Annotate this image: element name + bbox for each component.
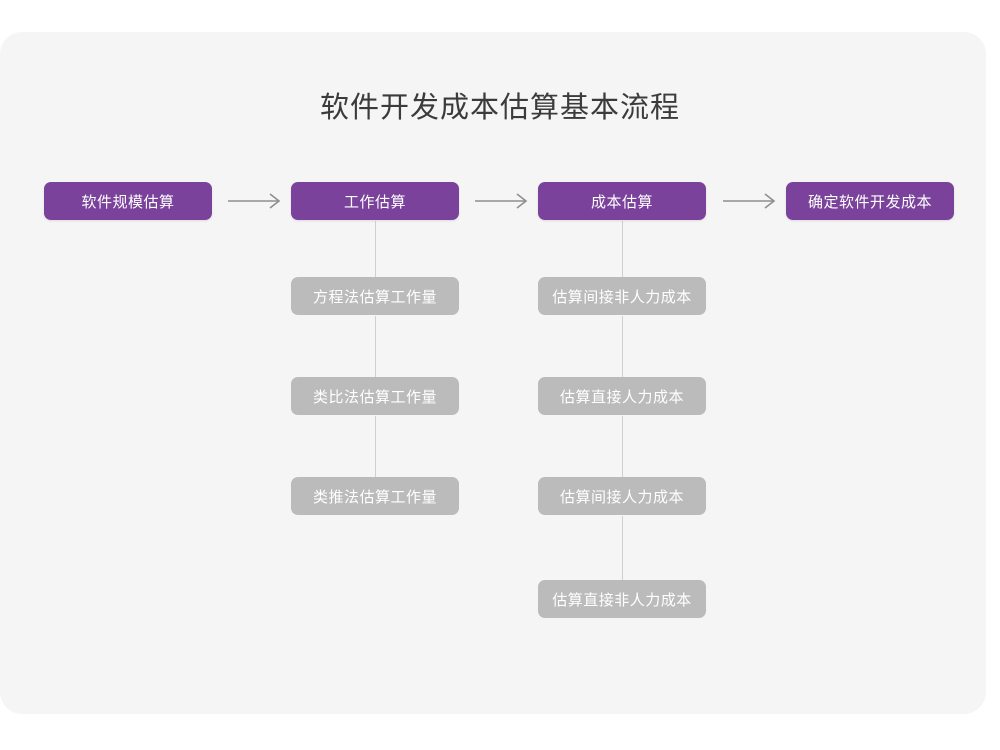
branch-item-label: 估算直接非人力成本 [552, 591, 692, 609]
branch-item-label: 估算间接非人力成本 [552, 288, 692, 306]
flow-step-label: 确定软件开发成本 [807, 193, 932, 211]
arrow-right-icon [723, 191, 779, 211]
arrow-right-icon [228, 191, 284, 211]
page-title: 软件开发成本估算基本流程 [319, 92, 680, 124]
branch-item-label: 估算间接人力成本 [559, 488, 684, 506]
connector-line-cost-2 [622, 316, 623, 377]
flow-step-label: 成本估算 [590, 193, 653, 211]
cost-branch-item-indirect-nonlabor[interactable]: 估算间接非人力成本 [538, 277, 706, 315]
flow-step-cost-estimation[interactable]: 成本估算 [538, 182, 706, 220]
flow-step-software-size-estimation[interactable]: 软件规模估算 [44, 182, 212, 220]
connector-line-effort-2 [375, 316, 376, 377]
branch-item-label: 方程法估算工作量 [312, 288, 437, 306]
flow-step-determine-development-cost[interactable]: 确定软件开发成本 [786, 182, 954, 220]
cost-branch-item-direct-nonlabor[interactable]: 估算直接非人力成本 [538, 580, 706, 618]
connector-line-cost-1 [622, 221, 623, 278]
effort-branch-item-equation-method[interactable]: 方程法估算工作量 [291, 277, 459, 315]
connector-line-cost-3 [622, 416, 623, 477]
diagram-card [0, 32, 986, 714]
connector-line-cost-4 [622, 516, 623, 580]
effort-branch-item-inference-method[interactable]: 类推法估算工作量 [291, 477, 459, 515]
flow-step-label: 工作估算 [343, 193, 406, 211]
cost-branch-item-direct-labor[interactable]: 估算直接人力成本 [538, 377, 706, 415]
cost-branch-item-indirect-labor[interactable]: 估算间接人力成本 [538, 477, 706, 515]
arrow-right-icon [475, 191, 531, 211]
effort-branch-item-analogy-method[interactable]: 类比法估算工作量 [291, 377, 459, 415]
flow-step-label: 软件规模估算 [81, 193, 175, 211]
flow-step-effort-estimation[interactable]: 工作估算 [291, 182, 459, 220]
branch-item-label: 类推法估算工作量 [312, 488, 437, 506]
branch-item-label: 类比法估算工作量 [312, 388, 437, 406]
branch-item-label: 估算直接人力成本 [559, 388, 684, 406]
connector-line-effort-1 [375, 221, 376, 296]
connector-line-effort-3 [375, 416, 376, 477]
